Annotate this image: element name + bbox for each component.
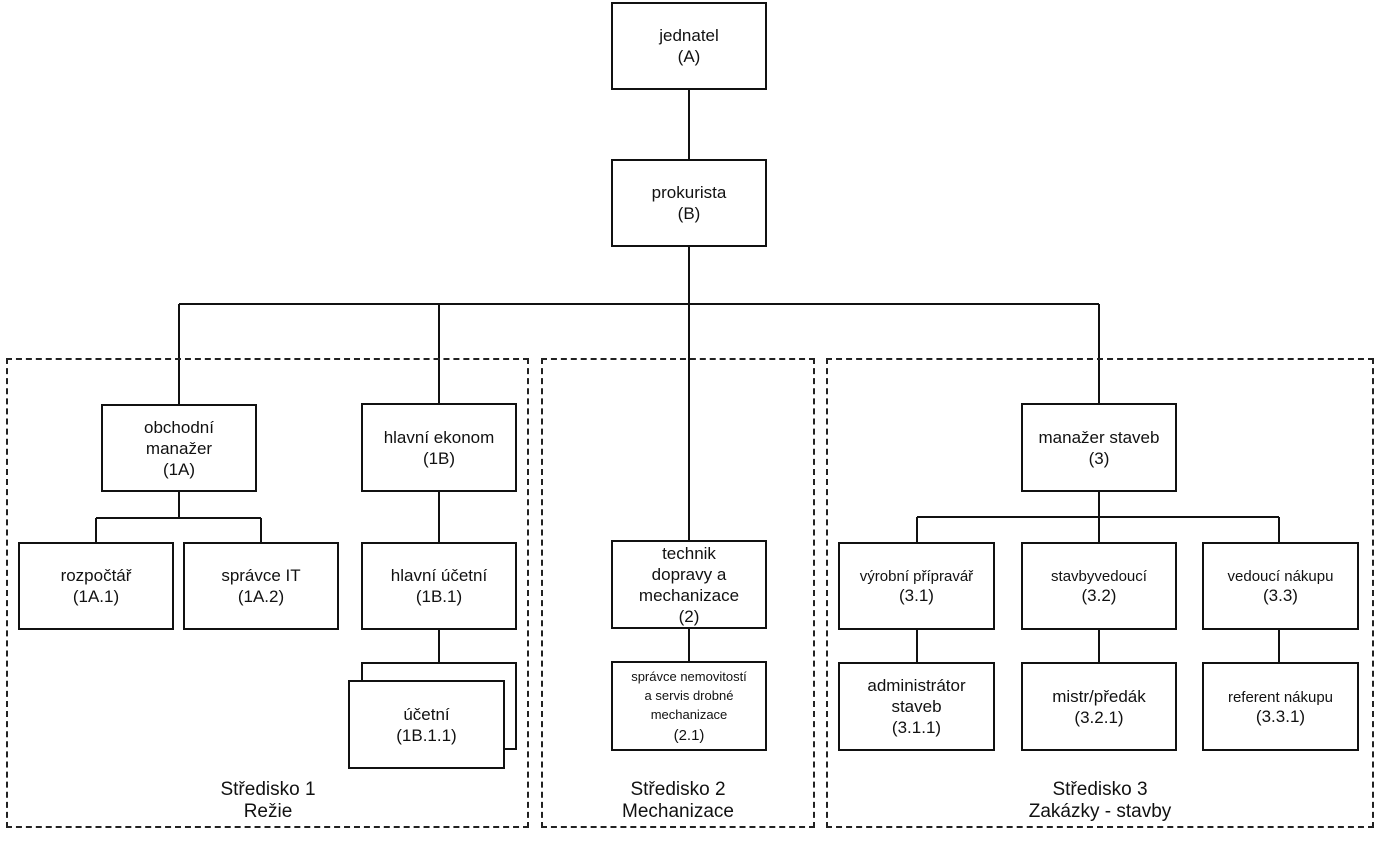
- node-code: (2): [678, 606, 700, 626]
- node-code: (3.1.1): [891, 718, 942, 737]
- node-code: (1B.1): [415, 587, 463, 606]
- node-referent-nakupu: referent nákupu (3.3.1): [1202, 662, 1359, 751]
- connector-manazer-bus: [916, 491, 1280, 543]
- region-title: Středisko 2: [630, 779, 726, 800]
- node-label: mechanizace: [638, 585, 740, 605]
- node-label: vedoucí nákupu: [1227, 568, 1334, 585]
- region-subtitle: Zakázky - stavby: [1028, 801, 1172, 822]
- node-label: rozpočtář: [60, 566, 132, 585]
- node-label: hlavní ekonom: [383, 427, 495, 447]
- node-stavbyvedouci: stavbyvedoucí (3.2): [1021, 542, 1177, 630]
- region-title: Středisko 1: [220, 779, 316, 800]
- node-label: hlavní účetní: [390, 566, 488, 585]
- node-code: (1B.1.1): [396, 725, 457, 745]
- node-label: a servis drobné: [644, 688, 734, 703]
- node-technik: technik dopravy a mechanizace (2): [611, 540, 767, 629]
- node-jednatel: jednatel (A): [611, 2, 767, 90]
- node-obchodni-manazer: obchodní manažer (1A): [101, 404, 257, 492]
- node-code: (1A.2): [237, 587, 285, 606]
- node-label: mechanizace: [650, 707, 728, 722]
- node-spravce-nemovitosti: správce nemovitostí a servis drobné mech…: [611, 661, 767, 751]
- region-stredisko-2: [541, 358, 815, 828]
- node-code: (3.3): [1263, 586, 1298, 605]
- node-label: výrobní přípravář: [859, 568, 974, 585]
- node-label: účetní: [403, 704, 450, 724]
- node-label: referent nákupu: [1227, 688, 1334, 706]
- node-manazer-staveb: manažer staveb (3): [1021, 403, 1177, 492]
- node-label: administrátor: [867, 676, 966, 695]
- region-label-stredisko-2: Středisko 2 Mechanizace: [558, 779, 798, 823]
- node-rozpoctar: rozpočtář (1A.1): [18, 542, 174, 630]
- node-label: prokurista: [651, 183, 727, 202]
- region-stredisko-3: [826, 358, 1374, 828]
- node-code: (3.3.1): [1255, 706, 1306, 726]
- node-label: manažer staveb: [1038, 427, 1160, 447]
- node-code: (B): [677, 204, 701, 223]
- node-mistr-predak: mistr/předák (3.2.1): [1021, 662, 1177, 751]
- node-label: správce IT: [221, 566, 301, 585]
- node-label: obchodní: [144, 417, 214, 437]
- node-hlavni-ucetni: hlavní účetní (1B.1): [361, 542, 517, 630]
- node-label: staveb: [891, 697, 942, 716]
- region-subtitle: Režie: [243, 801, 293, 822]
- node-label: mistr/předák: [1052, 686, 1146, 706]
- node-hlavni-ekonom: hlavní ekonom (1B): [361, 403, 517, 492]
- node-code: (1A.1): [72, 587, 120, 606]
- node-code: (1A): [162, 459, 196, 479]
- node-label: dopravy a: [651, 564, 727, 584]
- node-code: (3.1): [899, 586, 934, 605]
- region-subtitle: Mechanizace: [622, 801, 734, 822]
- node-code: (2.1): [673, 727, 705, 744]
- node-code: (3.2): [1081, 586, 1117, 605]
- node-ucetni: účetní (1B.1.1): [348, 680, 505, 769]
- region-title: Středisko 3: [1052, 779, 1148, 800]
- node-label: manažer: [145, 438, 213, 458]
- node-vyrobni-pripravar: výrobní přípravář (3.1): [838, 542, 995, 630]
- node-code: (A): [677, 47, 701, 66]
- node-prokurista: prokurista (B): [611, 159, 767, 247]
- node-code: (3.2.1): [1074, 707, 1124, 727]
- node-vedouci-nakupu: vedoucí nákupu (3.3): [1202, 542, 1359, 630]
- node-label: technik: [662, 543, 716, 563]
- node-spravce-it: správce IT (1A.2): [183, 542, 339, 630]
- node-label: jednatel: [659, 26, 719, 45]
- node-administrator-staveb: administrátor staveb (3.1.1): [838, 662, 995, 751]
- region-stredisko-1: [6, 358, 529, 828]
- region-label-stredisko-1: Středisko 1 Režie: [148, 779, 388, 823]
- node-code: (1B): [422, 448, 456, 468]
- region-label-stredisko-3: Středisko 3 Zakázky - stavby: [980, 779, 1220, 823]
- node-label: správce nemovitostí: [631, 669, 747, 684]
- node-label: stavbyvedoucí: [1051, 568, 1147, 585]
- node-code: (3): [1088, 448, 1110, 468]
- connector-obchodni-bus: [95, 491, 262, 543]
